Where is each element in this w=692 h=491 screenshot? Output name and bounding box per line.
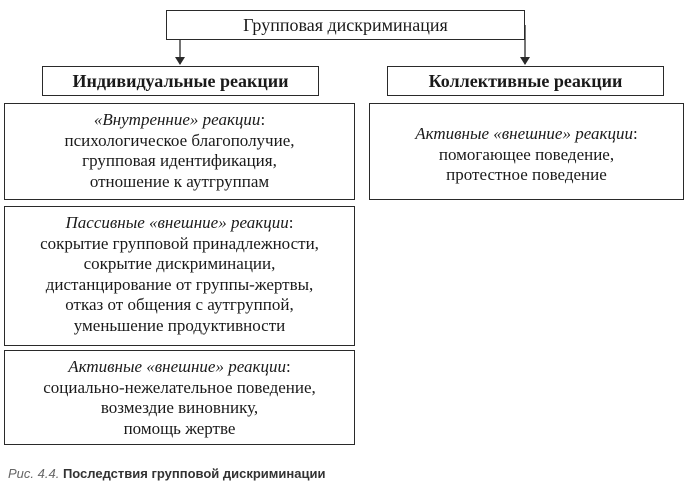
active-external-reactions-box: Активные «внешние» реакции: социально-не…	[4, 350, 355, 445]
passive-external-reactions-box: Пассивные «внешние» реакции: сокрытие гр…	[4, 206, 355, 346]
list-item: социально-нежелательное поведение,	[43, 377, 316, 397]
collective-reactions-label: Коллективные реакции	[428, 71, 623, 91]
root-label: Групповая дискриминация	[243, 15, 448, 35]
box-title-punct: :	[260, 110, 266, 129]
root-node: Групповая дискриминация	[166, 10, 525, 40]
box-title: Активные «внешние» реакции	[415, 124, 633, 143]
list-item: отношение к аутгруппам	[89, 171, 270, 191]
list-item: уменьшение продуктивности	[73, 315, 286, 335]
box-title: Пассивные «внешние» реакции	[65, 213, 289, 232]
box-title-punct: :	[285, 357, 291, 376]
box-title-line: Пассивные «внешние» реакции:	[5, 213, 354, 234]
box-title-punct: :	[288, 213, 294, 232]
list-item: помощь жертве	[123, 418, 236, 438]
collective-reactions-header: Коллективные реакции	[387, 66, 664, 96]
internal-reactions-box: «Внутренние» реакции: психологическое бл…	[4, 103, 355, 200]
box-title-punct: :	[632, 124, 638, 143]
figure-title: Последствия групповой дискриминации	[62, 466, 326, 481]
individual-reactions-label: Индивидуальные реакции	[72, 71, 289, 91]
list-item: сокрытие дискриминации,	[83, 254, 276, 273]
list-item: психологическое благополучие,	[64, 130, 295, 150]
list-item: возмездие виновнику,	[100, 398, 259, 417]
list-item: помогающее поведение,	[438, 144, 615, 164]
list-item: протестное поведение	[446, 165, 607, 184]
box-title: Активные «внешние» реакции	[68, 357, 286, 376]
list-item: групповая идентификация,	[82, 151, 277, 170]
box-title-line: «Внутренние» реакции:	[5, 110, 354, 131]
collective-active-reactions-box: Активные «внешние» реакции: помогающее п…	[369, 103, 684, 200]
box-title-line: Активные «внешние» реакции:	[370, 124, 683, 145]
figure-caption: Рис. 4.4. Последствия групповой дискрими…	[8, 465, 325, 483]
individual-reactions-header: Индивидуальные реакции	[42, 66, 319, 96]
list-item: дистанцирование от группы-жертвы,	[45, 274, 314, 294]
box-title-line: Активные «внешние» реакции:	[5, 357, 354, 378]
box-title: «Внутренние» реакции	[93, 110, 261, 129]
list-item: отказ от общения с аутгруппой,	[65, 295, 294, 314]
list-item: сокрытие групповой принадлежности,	[40, 233, 319, 253]
figure-number: Рис. 4.4.	[8, 466, 60, 481]
